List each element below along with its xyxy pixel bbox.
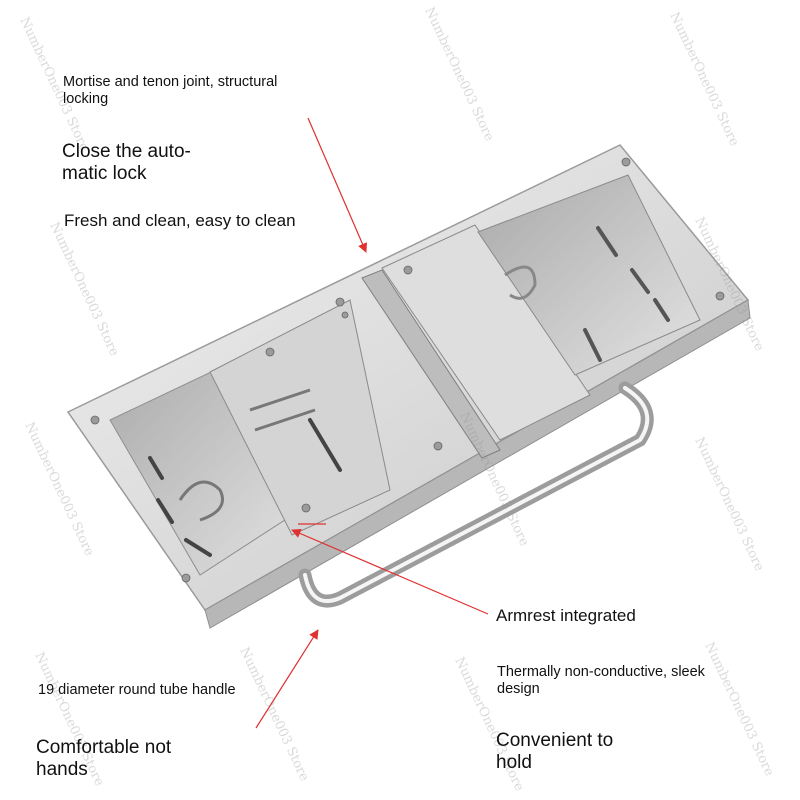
label-tube-handle: 19 diameter round tube handle	[38, 682, 236, 698]
grill-right-opening	[477, 174, 701, 376]
arrow-handle	[255, 629, 319, 729]
label-comfortable: Comfortable not hands	[36, 737, 172, 780]
annotation-arrows	[255, 117, 489, 729]
label-close-lock: Close the auto-matic lock	[62, 141, 191, 184]
grill-wire-rack-right	[504, 265, 537, 300]
label-mortise-tenon: Mortise and tenon joint, structural lock…	[63, 74, 278, 107]
label-convenient: Convenient to hold	[496, 730, 614, 773]
grill-vent-slots-right	[583, 226, 670, 362]
grill-right-panel	[381, 224, 591, 441]
arrow-armrest	[291, 528, 489, 615]
grill-hinge	[361, 269, 501, 459]
label-armrest: Armrest integrated	[496, 606, 636, 625]
label-fresh-clean: Fresh and clean, easy to clean	[64, 211, 296, 230]
grill-vent-slots-left	[148, 418, 342, 557]
label-thermal: Thermally non-conductive, sleek design	[497, 664, 705, 697]
grill-left-panel	[209, 299, 391, 536]
grill-wire-rack-left	[178, 388, 316, 522]
grill-screws	[90, 157, 725, 583]
arrow-lock	[307, 117, 367, 253]
